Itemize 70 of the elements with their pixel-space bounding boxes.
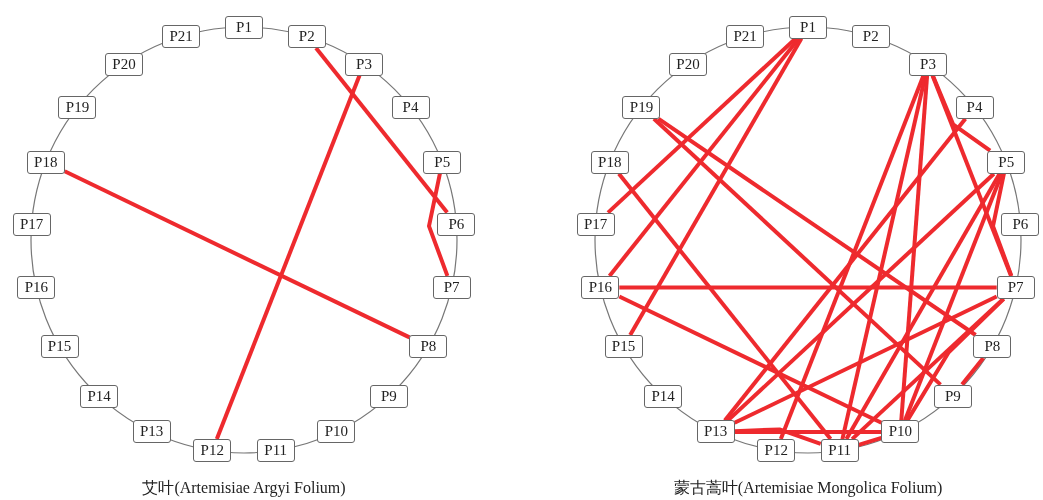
connection-line <box>723 117 967 422</box>
node-box: P1 <box>225 15 263 39</box>
node-box: P2 <box>851 24 890 48</box>
node-box: P4 <box>955 95 994 119</box>
node-box: P10 <box>881 420 920 444</box>
node-box: P20 <box>669 52 707 76</box>
node-box: P8 <box>409 335 448 358</box>
connection-line <box>617 172 833 441</box>
caption-text: 蒙古蒿叶(Artemisiae Mongolica Folium) <box>673 478 943 499</box>
connection-line <box>427 173 450 277</box>
node-box: P21 <box>726 24 765 48</box>
node-box: P3 <box>345 52 383 76</box>
node-box: P11 <box>256 439 295 463</box>
connection-line <box>63 169 411 340</box>
node-box: P12 <box>193 439 232 463</box>
node-box: P15 <box>604 335 643 358</box>
node-box: P9 <box>933 384 972 408</box>
connection-line <box>844 172 1002 441</box>
node-box: P11 <box>820 439 859 463</box>
connection-line <box>899 75 930 421</box>
connection-line <box>619 285 997 290</box>
node-box: P20 <box>105 52 143 76</box>
node-box: P18 <box>590 150 629 174</box>
connection-line <box>734 427 822 446</box>
node-box: P17 <box>576 212 615 236</box>
node-box: P16 <box>17 275 56 299</box>
node-box: P17 <box>12 212 51 236</box>
node-box: P1 <box>789 15 827 39</box>
node-box: P15 <box>40 335 79 358</box>
connection-line <box>734 429 882 434</box>
connection-line <box>903 172 1004 422</box>
node-box: P14 <box>644 384 683 408</box>
node-box: P3 <box>909 52 947 76</box>
connection-line <box>606 37 797 215</box>
connection-line <box>657 117 977 337</box>
connection-line <box>778 74 926 440</box>
node-box: P10 <box>317 420 356 444</box>
node-box: P18 <box>26 150 65 174</box>
node-box: P16 <box>581 275 620 299</box>
connection-line <box>991 173 1014 277</box>
connection-line <box>726 172 996 422</box>
node-box: P4 <box>391 95 430 119</box>
node-box: P8 <box>973 335 1012 358</box>
node-box: P12 <box>757 439 796 463</box>
node-box: P7 <box>996 275 1035 299</box>
connection-line <box>960 356 985 386</box>
node-box: P7 <box>432 275 471 299</box>
node-box: P6 <box>437 212 476 236</box>
connection-line <box>618 294 883 425</box>
connection-line <box>733 294 998 425</box>
node-box: P6 <box>1001 212 1040 236</box>
node-box: P14 <box>80 384 119 408</box>
connection-line <box>628 37 804 336</box>
caption-text: 艾叶(Artemisiae Argyi Folium) <box>142 478 346 499</box>
node-box: P19 <box>58 95 97 119</box>
node-box: P2 <box>287 24 326 48</box>
connection-line <box>652 117 942 387</box>
node-box: P13 <box>696 420 735 444</box>
node-box: P5 <box>423 150 462 174</box>
connection-line <box>840 75 928 440</box>
connection-line <box>314 46 449 214</box>
connection-line <box>607 37 801 278</box>
connection-line <box>858 435 882 447</box>
node-box: P13 <box>132 420 171 444</box>
node-box: P5 <box>987 150 1026 174</box>
node-box: P19 <box>622 95 661 119</box>
connection-line <box>214 74 362 440</box>
connection-line <box>905 297 1006 422</box>
node-box: P9 <box>369 384 408 408</box>
node-box: P21 <box>162 24 201 48</box>
